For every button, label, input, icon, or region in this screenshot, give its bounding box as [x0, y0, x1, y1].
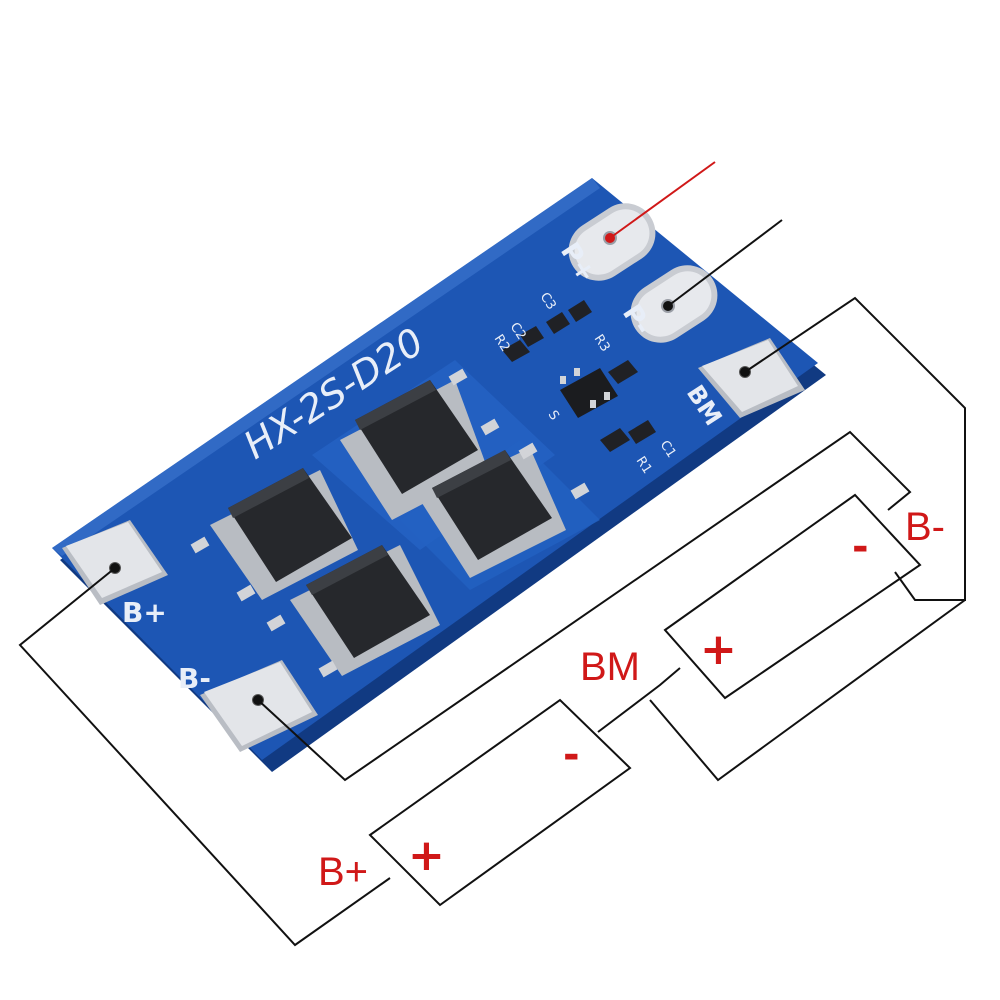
label-b-plus: B+ [318, 850, 368, 894]
wire-b-minus [257, 430, 912, 782]
wire-bm-link [597, 667, 681, 733]
silk-b-plus-label: B+ [122, 596, 167, 629]
cell-upper-minus: - [852, 524, 869, 570]
bms-board: HX-2S-D20 P+ P- BM B+ B- R2 C2 C3 R3 C1 … [52, 178, 826, 772]
cell-upper-plus: + [700, 624, 737, 675]
mosfet-2 [420, 442, 590, 578]
wire-p-plus [609, 161, 716, 239]
label-bm: BM [580, 645, 640, 689]
wire-p-minus [667, 219, 783, 307]
protection-ic [560, 368, 618, 418]
mosfet-3 [190, 468, 358, 602]
label-b-minus: B- [905, 505, 945, 549]
wire-b-plus [18, 567, 391, 947]
smd-components [502, 300, 656, 452]
silk-b-minus-label: B- [178, 662, 211, 695]
mosfet-4 [266, 545, 440, 678]
wire-bm-return [649, 599, 966, 782]
bm-pad [698, 338, 805, 418]
battery-cell-upper: + - [663, 493, 922, 700]
cell-lower-plus: + [408, 830, 445, 881]
wiring [18, 161, 966, 947]
battery-cell-lower: + - [368, 698, 632, 907]
wire-bm-pad [744, 296, 966, 601]
cell-lower-minus: - [563, 732, 580, 778]
